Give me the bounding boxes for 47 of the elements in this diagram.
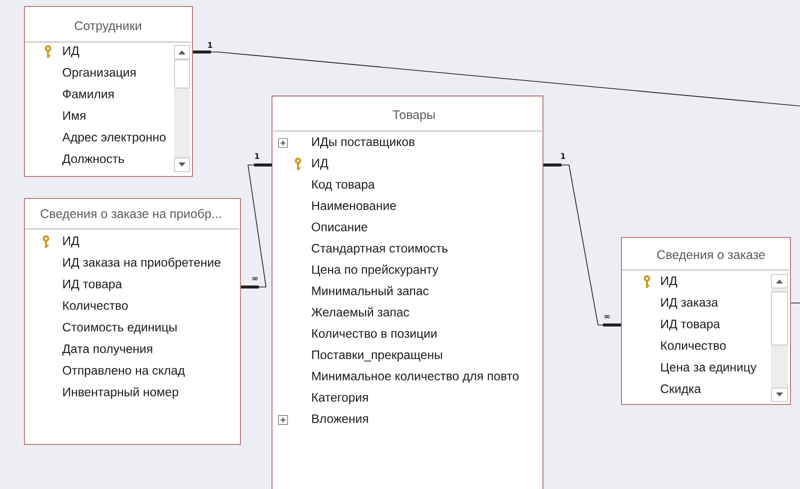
field-name: ИД товара bbox=[661, 320, 720, 331]
field-name: ИД bbox=[63, 236, 80, 248]
multiplicity-label: 1 bbox=[208, 42, 212, 48]
field-name: Стандартная стоимость bbox=[312, 244, 448, 256]
field-name: Количество bbox=[63, 301, 128, 310]
field-name: ИД заказа на приобретение bbox=[63, 258, 220, 270]
field-name: ИД bbox=[63, 46, 80, 58]
field-name: ИДы поставщиков bbox=[312, 138, 414, 148]
field-name: Инвентарный номер bbox=[63, 387, 178, 399]
field-name: Имя bbox=[63, 111, 86, 120]
field-name: Дата получения bbox=[62, 344, 152, 356]
relationship-line bbox=[192, 50, 800, 106]
multiplicity-label: ∞ bbox=[252, 276, 258, 280]
field-name: Вложения bbox=[312, 414, 368, 424]
field-name: ИД bbox=[661, 276, 678, 288]
field-name: ИД товара bbox=[63, 280, 122, 291]
multiplicity-label: 1 bbox=[255, 153, 260, 159]
field-name: Цена за единицу bbox=[661, 362, 757, 374]
field-name: Фамилия bbox=[62, 90, 114, 98]
table-title: Сведения о заказе bbox=[657, 250, 765, 262]
field-name: Код товара bbox=[312, 180, 375, 192]
field-name: Должность bbox=[62, 154, 124, 166]
field-name: Скидка bbox=[660, 384, 701, 396]
field-name: Организация bbox=[62, 68, 136, 80]
field-name: Отправлено на склад bbox=[62, 366, 185, 378]
relationship-line bbox=[543, 164, 621, 326]
field-name: Желаемый запас bbox=[311, 307, 410, 317]
table-title: Сотрудники bbox=[74, 21, 141, 33]
field-name: Описание bbox=[312, 222, 368, 232]
field-name: Поставки_прекращены bbox=[312, 350, 442, 362]
relationship-line bbox=[240, 164, 272, 288]
multiplicity-label: 1 bbox=[561, 153, 566, 159]
field-name: Стоимость единицы bbox=[62, 322, 177, 334]
field-name: Количество bbox=[661, 341, 726, 350]
relationship-line bbox=[790, 302, 800, 304]
field-name: Количество в позиции bbox=[312, 329, 436, 340]
field-name: ИД заказа bbox=[661, 298, 718, 310]
table-title: Товары bbox=[392, 110, 435, 122]
field-name: Цена по прейскуранту bbox=[312, 264, 438, 276]
field-name: Минимальное количество для повто bbox=[312, 372, 519, 383]
field-name: Категория bbox=[312, 393, 368, 404]
field-name: Минимальный запас bbox=[312, 286, 429, 296]
field-name: Наименование bbox=[312, 201, 396, 210]
table-title: Сведения о заказе на приобр... bbox=[40, 208, 221, 221]
field-name: ИД bbox=[312, 158, 328, 170]
multiplicity-label: ∞ bbox=[604, 314, 610, 318]
field-name: Адрес электронно bbox=[62, 132, 166, 144]
